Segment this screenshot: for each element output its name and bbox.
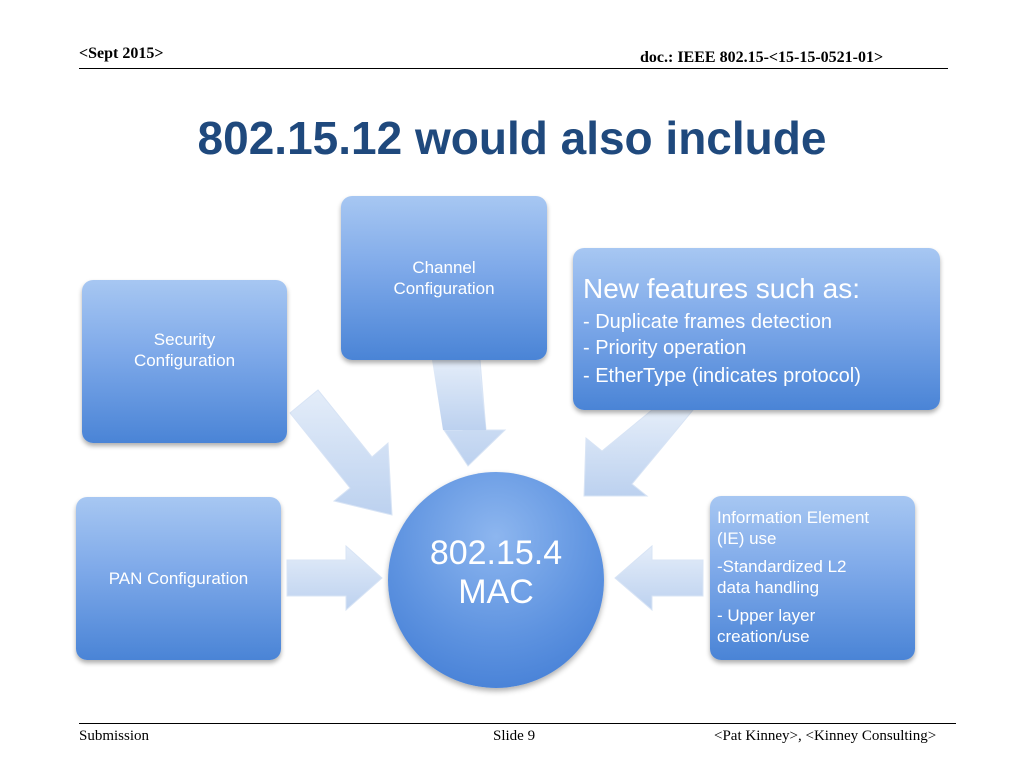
new-features-box: New features such as: - Duplicate frames…: [573, 248, 940, 410]
channel-configuration-box: Channel Configuration: [341, 196, 547, 360]
arrow-channel-body: [432, 360, 486, 430]
header-divider: [79, 68, 948, 69]
ie-line-6: creation/use: [717, 627, 810, 646]
mac-label-line1: 802.15.4: [429, 534, 563, 572]
arrow-security-to-mac: [289, 389, 393, 516]
header-date: <Sept 2015>: [79, 45, 164, 62]
feature-duplicate-frames: - Duplicate frames detection: [583, 311, 833, 333]
information-element-box: Information Element (IE) use -Standardiz…: [710, 496, 915, 660]
slide-title: 802.15.12 would also include: [197, 112, 827, 164]
security-configuration-box: Security Configuration: [82, 280, 287, 443]
ie-line-3: -Standardized L2: [717, 557, 847, 576]
ie-line-1: Information Element: [717, 508, 870, 527]
new-features-heading: New features such as:: [583, 273, 861, 304]
ie-line-5: - Upper layer: [717, 606, 816, 625]
channel-label-line2: Configuration: [393, 279, 495, 298]
mac-center-circle: 802.15.4 MAC: [388, 472, 604, 688]
security-label-line1: Security: [153, 329, 216, 349]
footer-submission: Submission: [79, 728, 150, 744]
pan-configuration-box: PAN Configuration: [76, 497, 281, 660]
channel-label-line1: Channel: [412, 258, 476, 277]
pan-label: PAN Configuration: [108, 569, 249, 588]
ie-line-2: (IE) use: [717, 529, 777, 548]
ie-line-4: data handling: [717, 578, 820, 597]
feature-ethertype: - EtherType (indicates protocol): [583, 365, 861, 387]
footer-divider: [79, 723, 956, 724]
mac-label-line2: MAC: [458, 573, 534, 611]
arrow-pan-to-mac: [286, 544, 383, 612]
security-label-line2: Configuration: [133, 350, 236, 370]
arrow-features-to-mac: [583, 409, 695, 497]
feature-priority-operation: - Priority operation: [583, 337, 747, 359]
arrow-ie-to-mac: [614, 544, 704, 612]
footer-author: <Pat Kinney>, <Kinney Consulting>: [714, 728, 937, 744]
footer-slide-number: Slide 9: [493, 728, 536, 744]
header-doc-id: doc.: IEEE 802.15-<15-15-0521-01>: [640, 49, 884, 66]
